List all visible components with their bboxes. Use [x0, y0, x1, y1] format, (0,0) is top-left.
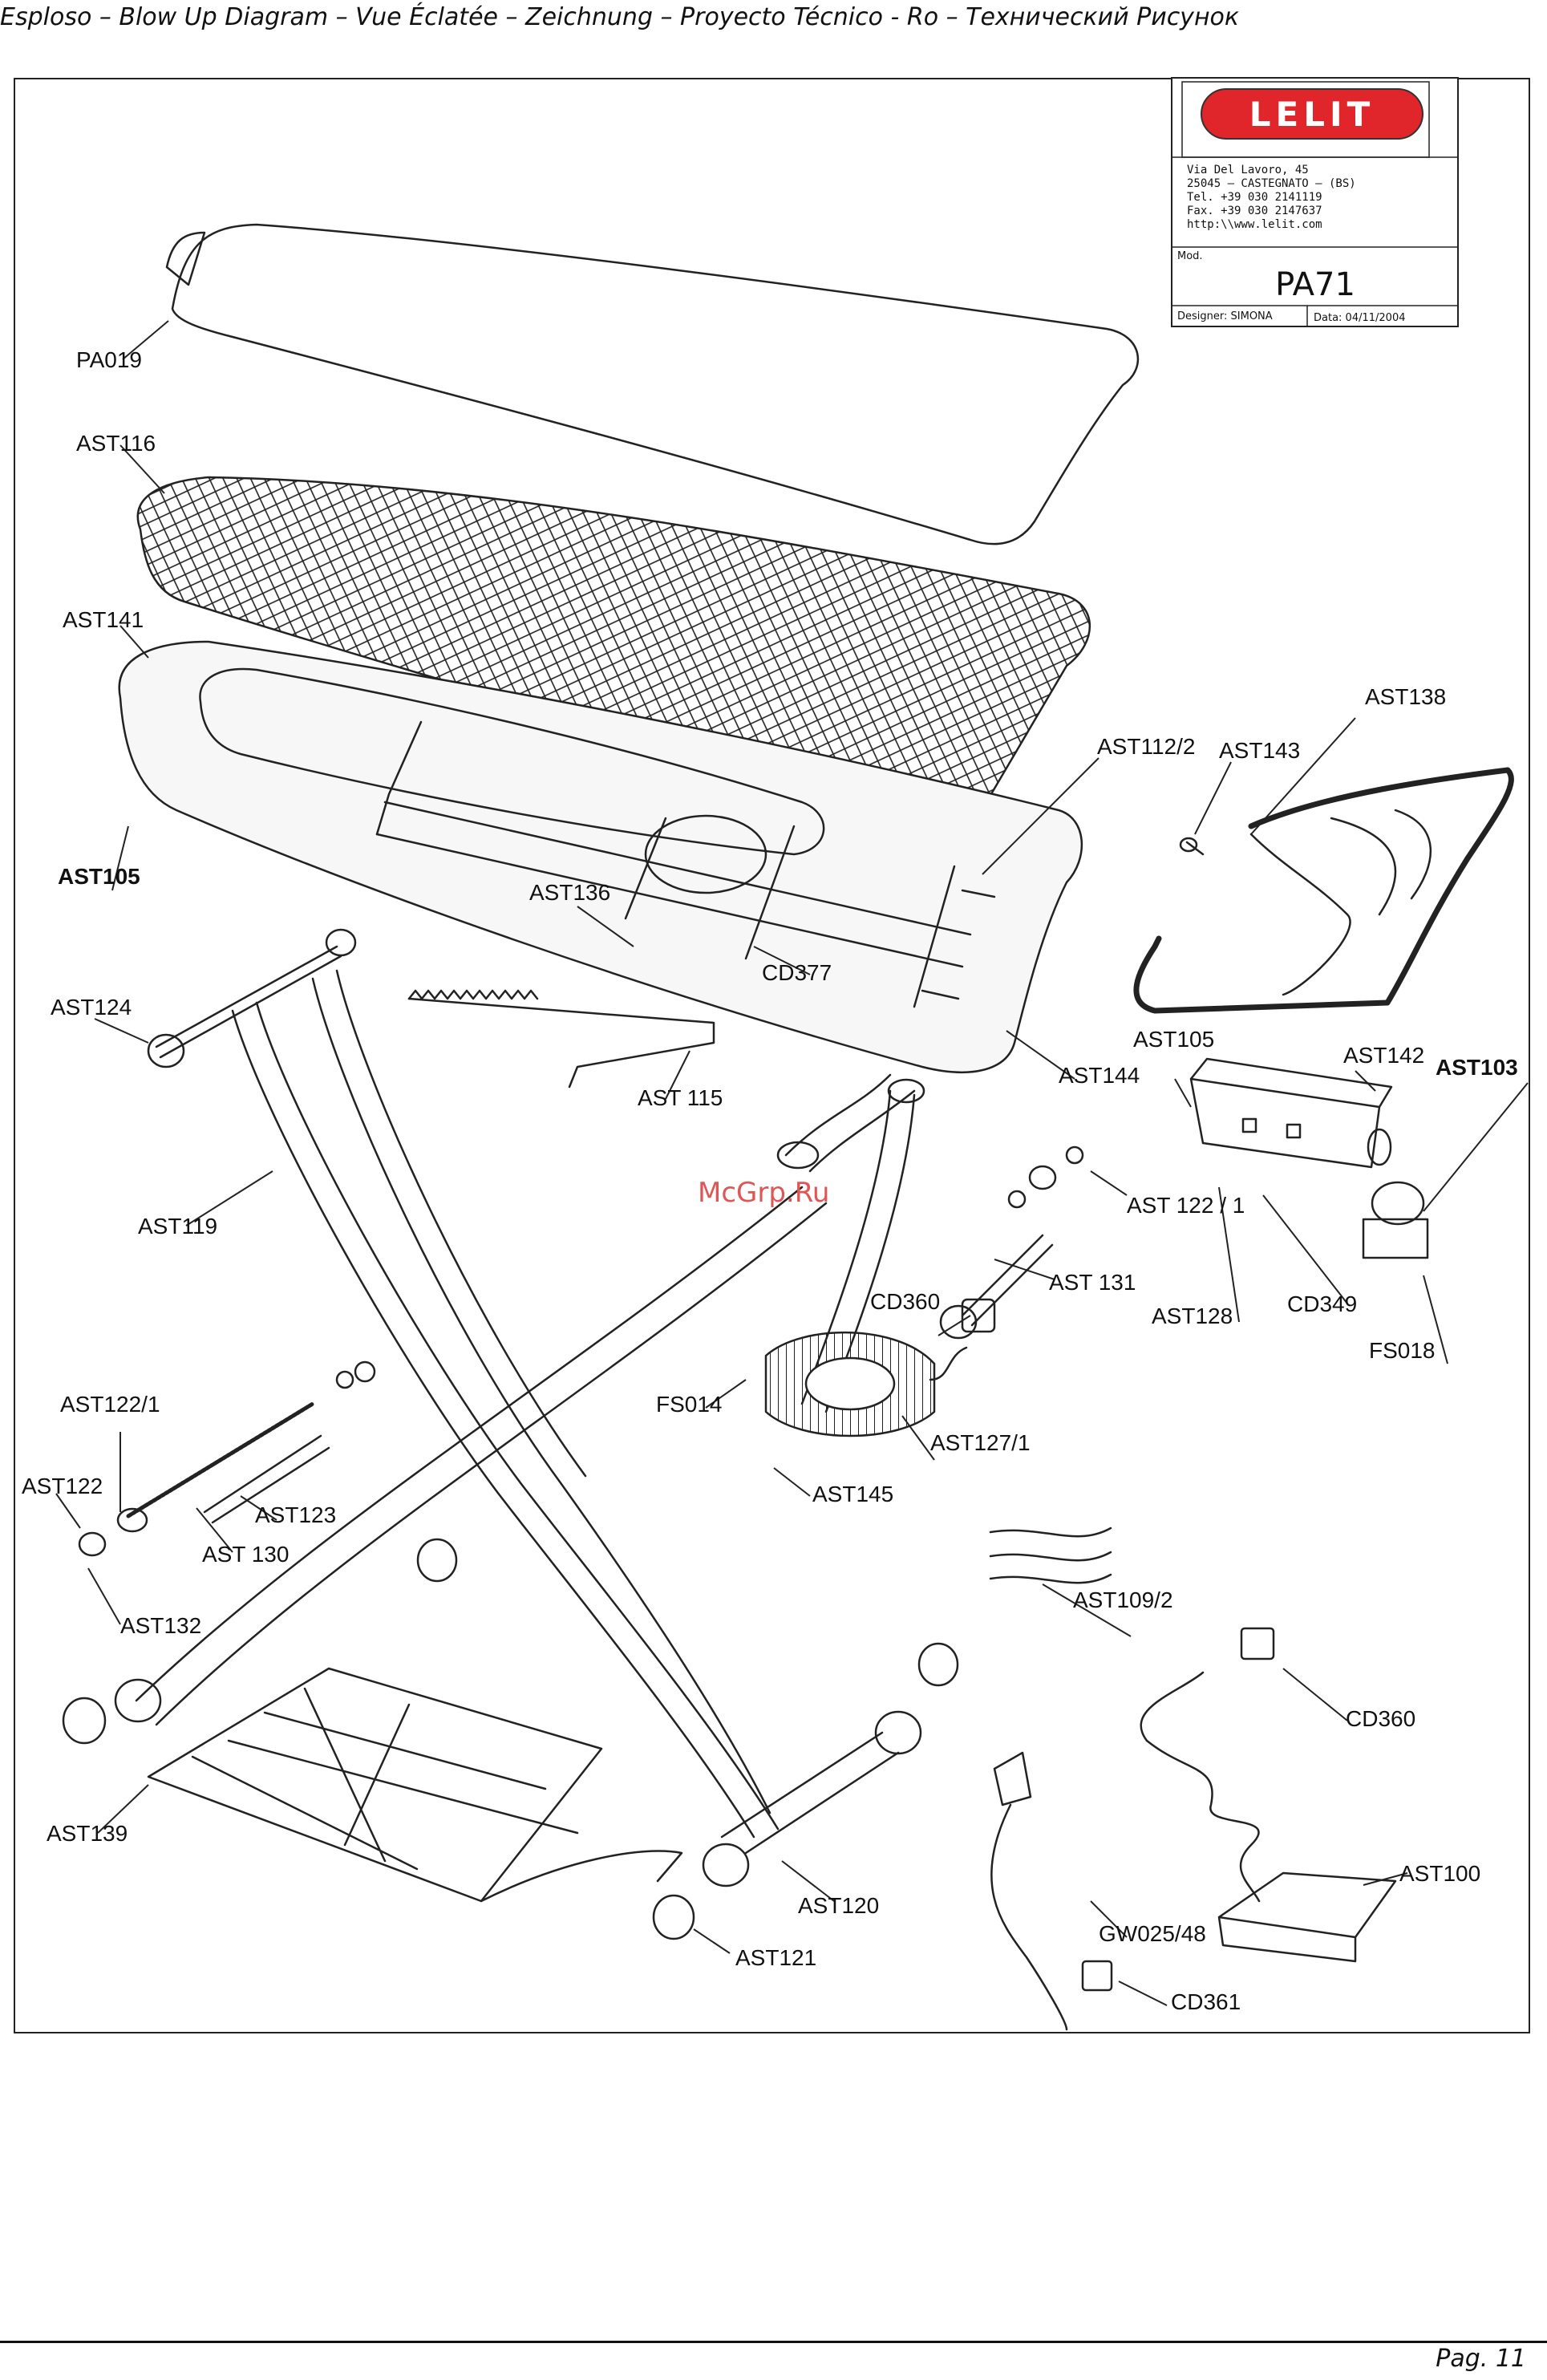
callout-cd349: CD349 — [1287, 1291, 1357, 1316]
callout-ast132: AST132 — [120, 1613, 201, 1638]
drawing-frame — [14, 78, 1530, 2033]
callout-ast127-1: AST127/1 — [930, 1430, 1031, 1455]
wire-tray — [147, 1667, 603, 1903]
callout-ast138: AST138 — [1365, 684, 1446, 709]
callout-labels: PA019 AST116 AST141 AST105 AST124 AST 11… — [22, 347, 1518, 2014]
callout-cd360-top: CD360 — [870, 1289, 940, 1314]
callout-ast105-left: AST105 — [58, 864, 140, 889]
brand-logo-text: LELIT — [1249, 95, 1375, 134]
foot-pedal — [1217, 1871, 1397, 1963]
ironing-board-mesh — [136, 476, 1091, 825]
callout-ast122: AST122 — [22, 1474, 103, 1498]
callout-ast122-1-right: AST 122 / 1 — [1127, 1193, 1245, 1218]
designer-field: Designer: SIMONA — [1177, 310, 1273, 322]
callout-pa019: PA019 — [76, 347, 142, 372]
brand-logo — [1201, 88, 1423, 140]
page-header-title: Esploso – Blow Up Diagram – Vue Éclatée … — [0, 3, 1240, 31]
address-line-3: Tel. +39 030 2141119 — [1187, 191, 1322, 204]
callout-ast145: AST145 — [812, 1482, 893, 1506]
callout-ast142: AST142 — [1343, 1043, 1424, 1068]
callout-ast119: AST119 — [138, 1214, 217, 1239]
mod-label: Mod. — [1177, 250, 1203, 262]
callout-cd377: CD377 — [762, 960, 832, 985]
ironing-board-frame — [118, 640, 1083, 1073]
callout-ast144: AST144 — [1059, 1063, 1140, 1088]
heating-element — [1133, 767, 1514, 1014]
callout-ast121: AST121 — [735, 1945, 816, 1970]
ironing-board-cover — [171, 223, 1140, 545]
callout-ast100: AST100 — [1399, 1861, 1480, 1886]
callout-fs018: FS018 — [1369, 1338, 1436, 1363]
leg-frame-front — [231, 1001, 780, 1839]
callout-ast120: AST120 — [798, 1893, 879, 1918]
callout-ast105-right: AST105 — [1133, 1027, 1214, 1052]
watermark: McGrp.Ru — [698, 1177, 829, 1209]
date-field: Data: 04/11/2004 — [1314, 312, 1405, 324]
address-line-5: http:\\www.lelit.com — [1187, 218, 1322, 231]
callout-ast139: AST139 — [47, 1821, 128, 1846]
title-block: LELIT Via Del Lavoro, 45 25045 – CASTEGN… — [1171, 77, 1459, 327]
callout-ast115: AST 115 — [638, 1085, 723, 1110]
callout-ast130: AST 130 — [202, 1542, 289, 1567]
callout-ast109-2: AST109/2 — [1073, 1587, 1173, 1612]
callout-ast122-1-left: AST122/1 — [60, 1392, 160, 1417]
callout-ast103: AST103 — [1436, 1055, 1518, 1080]
callout-ast128: AST128 — [1152, 1304, 1233, 1328]
callout-cd360-bottom: CD360 — [1346, 1706, 1415, 1731]
callout-cd361: CD361 — [1171, 1989, 1241, 2014]
callout-ast136: AST136 — [529, 880, 610, 905]
callout-ast131: AST 131 — [1049, 1270, 1136, 1295]
callout-ast116: AST116 — [76, 431, 156, 456]
address-line-2: 25045 – CASTEGNATO – (BS) — [1187, 177, 1356, 190]
footer-rule — [0, 2341, 1547, 2343]
callout-fs014: FS014 — [656, 1392, 723, 1417]
address-line-1: Via Del Lavoro, 45 — [1187, 164, 1309, 176]
page-number: Pag. 11 — [1436, 2345, 1526, 2373]
callout-ast112-2: AST112/2 — [1097, 734, 1195, 759]
callout-ast124: AST124 — [51, 995, 132, 1020]
callout-ast143: AST143 — [1219, 738, 1300, 763]
callout-ast123: AST123 — [255, 1502, 336, 1527]
callout-ast141: AST141 — [63, 607, 144, 632]
callout-gw025-48: GW025/48 — [1099, 1921, 1206, 1946]
address-line-4: Fax. +39 030 2147637 — [1187, 205, 1322, 217]
model-number: PA71 — [1275, 266, 1355, 303]
